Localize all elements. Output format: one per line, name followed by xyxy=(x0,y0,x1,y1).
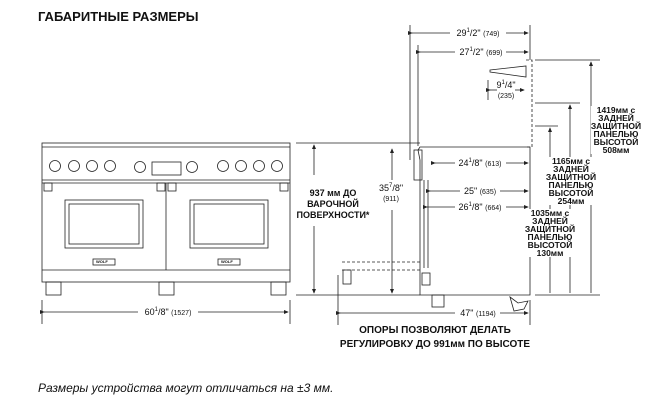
note-line: 1419мм с xyxy=(596,105,636,115)
note-line: ЗАДНЕЙ xyxy=(532,216,568,226)
dim-whole: 24 xyxy=(458,158,469,168)
dim-mm: (664) xyxy=(485,205,502,212)
dim-whole: 60 xyxy=(144,307,155,317)
burner-knobs xyxy=(49,160,283,173)
brand-logo-right: WOLF xyxy=(221,259,233,264)
dim-num: 1 xyxy=(501,80,505,86)
dim-den: /2" xyxy=(472,47,484,57)
note-line: 1035мм с xyxy=(530,208,570,218)
dim-den: /8" xyxy=(392,183,404,193)
dim-den: /8" xyxy=(471,158,483,168)
dim-whole: 9 xyxy=(496,80,502,90)
shelf-dimension: 91/4" (235) xyxy=(496,80,515,102)
depth-d2-dimension: 25" (635) xyxy=(464,186,496,198)
dim-mm: (235) xyxy=(497,93,515,100)
note-line: ЗАДНЕЙ xyxy=(553,164,589,174)
depth-open-dimension: 47" (1194) xyxy=(460,308,495,320)
dim-mm: (613) xyxy=(485,161,502,168)
dim-den: /8" xyxy=(157,307,169,317)
dim-den: /8" xyxy=(471,202,483,212)
dim-num: 1 xyxy=(468,202,472,208)
tolerance-footnote: Размеры устройства могут отличаться на ±… xyxy=(38,381,334,395)
brand-logo-left: WOLF xyxy=(96,259,108,264)
note-line: РЕГУЛИРОВКУ ДО 991мм ПО ВЫСОТЕ xyxy=(339,339,531,350)
dim-mm: (911) xyxy=(383,196,399,203)
page-title: ГАБАРИТНЫЕ РАЗМЕРЫ xyxy=(38,9,199,24)
note-line: ПАНЕЛЬЮ xyxy=(527,232,573,242)
depth-d1-dimension: 241/8" (613) xyxy=(459,158,502,170)
dim-whole: 35 xyxy=(378,183,389,193)
range-side-view xyxy=(336,25,600,325)
note-line: ОПОРЫ ПОЗВОЛЯЮТ ДЕЛАТЬ xyxy=(359,325,511,336)
note-line: ЗАЩИТНОЙ xyxy=(524,224,576,234)
dim-whole: 47" xyxy=(460,308,474,318)
note-line: 937 мм ДО xyxy=(309,188,357,198)
dim-whole: 27 xyxy=(459,47,470,57)
note-line: 1165мм с xyxy=(551,156,591,166)
dim-mm: (1527) xyxy=(171,310,192,317)
dim-num: 1 xyxy=(468,158,472,164)
side-height-dimension: 357/8" (911) xyxy=(379,183,403,205)
note-line: ПОВЕРХНОСТИ* xyxy=(296,210,370,220)
dim-mm: (1194) xyxy=(476,311,496,318)
note-line: 508мм xyxy=(602,145,630,155)
range-front-view xyxy=(40,142,420,324)
dim-mm: (635) xyxy=(479,189,497,196)
note-line: ПАНЕЛЬЮ xyxy=(548,180,594,190)
depth-body-dimension: 271/2" (699) xyxy=(460,47,503,59)
note-line: 254мм xyxy=(557,196,585,206)
dim-num: 7 xyxy=(388,183,393,189)
note-line: ВЫСОТОЙ xyxy=(527,240,573,250)
note-line: ВАРОЧНОЙ xyxy=(307,199,359,209)
depth-total-dimension: 291/2" (749) xyxy=(457,28,500,40)
legs-adjust-note: ОПОРЫ ПОЗВОЛЯЮТ ДЕЛАТЬ РЕГУЛИРОВКУ ДО 99… xyxy=(340,324,530,352)
note-line: 130мм xyxy=(536,248,564,258)
depth-d3-dimension: 261/8" (664) xyxy=(459,202,502,214)
dim-den: /2" xyxy=(469,28,481,38)
front-height-note: 937 мм ДО ВАРОЧНОЙ ПОВЕРХНОСТИ* xyxy=(296,188,370,221)
dim-whole: 29 xyxy=(456,28,467,38)
note-line: ВЫСОТОЙ xyxy=(548,188,594,198)
dim-whole: 25" xyxy=(463,186,478,196)
note-line: ВЫСОТОЙ xyxy=(593,137,639,147)
dim-mm: (699) xyxy=(486,50,503,57)
dim-num: 1 xyxy=(469,47,473,53)
dim-num: 1 xyxy=(466,28,470,34)
note-line: ЗАДНЕЙ xyxy=(598,113,634,123)
note-line: ПАНЕЛЬЮ xyxy=(593,129,639,139)
dim-den: /4" xyxy=(504,80,516,90)
note-line: ЗАЩИТНОЙ xyxy=(545,172,597,182)
dim-whole: 26 xyxy=(458,202,469,212)
dim-mm: (749) xyxy=(483,31,500,38)
front-width-dimension: 601/8" (1527) xyxy=(145,307,192,319)
dim-num: 1 xyxy=(154,307,158,313)
note-line: ЗАЩИТНОЙ xyxy=(590,121,642,131)
